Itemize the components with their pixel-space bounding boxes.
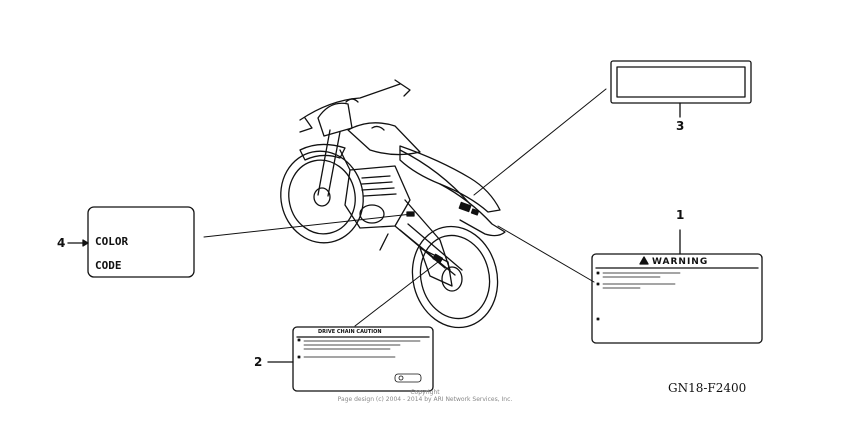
label-4-color-code-decal bbox=[67, 206, 195, 278]
drive-chain-title: DRIVE CHAIN CAUTION bbox=[318, 329, 382, 335]
diagram-code: GN18-F2400 bbox=[668, 381, 747, 395]
callout-4: 4 bbox=[57, 236, 66, 250]
motorcycle-illustration bbox=[280, 79, 506, 329]
color-label-line1: COLOR bbox=[95, 235, 129, 248]
page-design-credit: Page design (c) 2004 - 2014 by ARI Netwo… bbox=[337, 396, 513, 403]
callout-1: 1 bbox=[676, 208, 685, 222]
warning-title: WARNING bbox=[652, 257, 709, 267]
color-label-line2: CODE bbox=[95, 259, 122, 272]
leader-lines bbox=[203, 88, 607, 327]
label-3-blank-decal bbox=[610, 60, 752, 118]
label-2-drive-chain-decal bbox=[267, 326, 434, 392]
callout-2: 2 bbox=[254, 355, 263, 369]
copyright-line: Copyright bbox=[410, 389, 440, 396]
callout-3: 3 bbox=[676, 119, 685, 133]
label-1-warning-decal bbox=[591, 229, 763, 344]
